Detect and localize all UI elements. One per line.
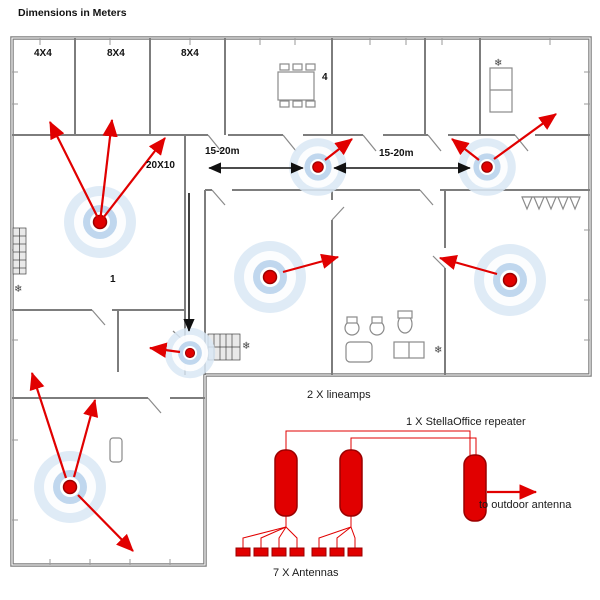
- antenna-symbol: [271, 547, 287, 557]
- lineamp-2: [339, 449, 363, 517]
- room-label-20x10: 20X10: [146, 160, 175, 171]
- meeting-table: [277, 71, 315, 101]
- outdoor-antenna-label: to outdoor antenna: [479, 499, 572, 511]
- antenna-symbol: [289, 547, 305, 557]
- antenna-symbol: [347, 547, 363, 557]
- antenna-marker: [288, 137, 348, 197]
- lineamp-1: [274, 449, 298, 517]
- equipment-schematic: [235, 430, 538, 557]
- repeater-unit: [463, 454, 487, 522]
- snowflake-icon: ❄: [494, 58, 502, 69]
- signal-arrows: [29, 113, 557, 552]
- snowflake-icon: ❄: [242, 341, 250, 352]
- antenna-symbol: [253, 547, 269, 557]
- interior-walls: [12, 38, 590, 399]
- repeater-label: 1 X StellaOffice repeater: [406, 416, 526, 428]
- antenna-marker: [233, 240, 307, 314]
- measurement-arrows: [183, 162, 471, 332]
- lineamps-label: 2 X lineamps: [307, 389, 371, 401]
- furniture: ❄ ❄ ❄ ❄: [12, 58, 581, 463]
- antenna-symbol: [235, 547, 251, 557]
- page-title: Dimensions in Meters: [18, 7, 127, 19]
- room-label-4: 4: [322, 72, 328, 83]
- antenna-label-1: 1: [110, 274, 116, 285]
- snowflake-icon: ❄: [14, 284, 22, 295]
- antenna-symbol: [311, 547, 327, 557]
- wing-door: [109, 437, 123, 463]
- snowflake-icon: ❄: [434, 345, 442, 356]
- antennas-count-label: 7 X Antennas: [273, 567, 339, 579]
- antenna-marker: [473, 243, 547, 317]
- antenna-symbol: [329, 547, 345, 557]
- shower-tray: [345, 341, 373, 363]
- distance-label: 15-20m: [379, 148, 414, 159]
- room-label-8x4-b: 8X4: [181, 48, 199, 59]
- room-label-4x4: 4X4: [34, 48, 52, 59]
- distance-label: 15-20m: [205, 146, 240, 157]
- coat-rack: [521, 196, 581, 211]
- antenna-marker: [457, 137, 517, 197]
- room-label-8x4-a: 8X4: [107, 48, 125, 59]
- antenna-marker: [164, 327, 216, 379]
